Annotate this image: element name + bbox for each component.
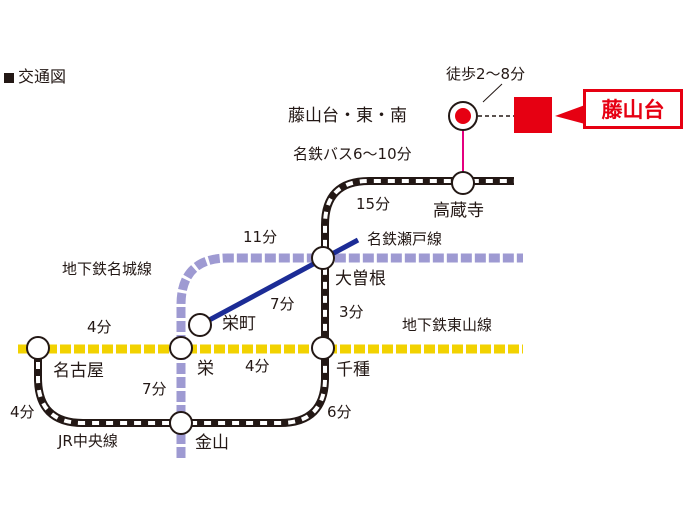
station-label-fujiyamadai: 藤山台・東・南 bbox=[288, 106, 407, 126]
station-sakaemachi bbox=[188, 313, 212, 337]
time-sakae-kanayama: 7分 bbox=[142, 380, 167, 398]
destination-marker bbox=[514, 97, 552, 133]
time-nagoya-kanayama: 4分 bbox=[10, 403, 35, 421]
legend-square-icon bbox=[4, 73, 14, 83]
destination-name: 藤山台 bbox=[601, 98, 665, 122]
time-seto: 7分 bbox=[270, 295, 295, 313]
time-nagoya-sakae: 4分 bbox=[87, 318, 112, 336]
line-label-meitetsu-seto: 名鉄瀬戸線 bbox=[367, 230, 443, 248]
time-sakae-chikusa: 4分 bbox=[245, 357, 270, 375]
station-label-kanayama: 金山 bbox=[195, 433, 229, 453]
line-label-meijo: 地下鉄名城線 bbox=[62, 260, 153, 278]
station-ozone bbox=[311, 246, 335, 270]
time-kanayama-chikusa: 6分 bbox=[327, 403, 352, 421]
station-label-takakuraji: 高蔵寺 bbox=[433, 201, 484, 221]
station-label-sakae: 栄 bbox=[197, 359, 214, 379]
line-label-jr-chuo: JR中央線 bbox=[58, 432, 118, 450]
station-fujiyamadai-core bbox=[455, 108, 471, 124]
time-meijo-sakae-ozone: 11分 bbox=[243, 228, 278, 246]
jr-chuo-line-dash bbox=[36, 179, 514, 425]
meijo-line bbox=[176, 253, 523, 458]
station-chikusa bbox=[311, 336, 335, 360]
legend-title: 交通図 bbox=[18, 67, 67, 86]
destination-callout: 藤山台 bbox=[583, 89, 683, 129]
station-label-nagoya: 名古屋 bbox=[53, 361, 104, 381]
station-label-ozone: 大曽根 bbox=[335, 269, 386, 289]
line-label-higashiyama: 地下鉄東山線 bbox=[402, 316, 493, 334]
station-takakuraji bbox=[451, 171, 475, 195]
walk-time-label: 徒歩2～8分 bbox=[446, 65, 526, 83]
station-sakae bbox=[169, 336, 193, 360]
station-kanayama bbox=[169, 411, 193, 435]
time-takakuraji-ozone: 15分 bbox=[356, 195, 391, 213]
walk-pointer bbox=[482, 83, 503, 103]
destination-callout-pointer bbox=[555, 105, 585, 124]
bus-label: 名鉄バス6～10分 bbox=[293, 145, 412, 163]
time-ozone-chikusa: 3分 bbox=[339, 303, 364, 321]
station-label-chikusa: 千種 bbox=[336, 360, 370, 380]
station-label-sakaemachi: 栄町 bbox=[222, 314, 256, 334]
station-nagoya bbox=[26, 336, 50, 360]
